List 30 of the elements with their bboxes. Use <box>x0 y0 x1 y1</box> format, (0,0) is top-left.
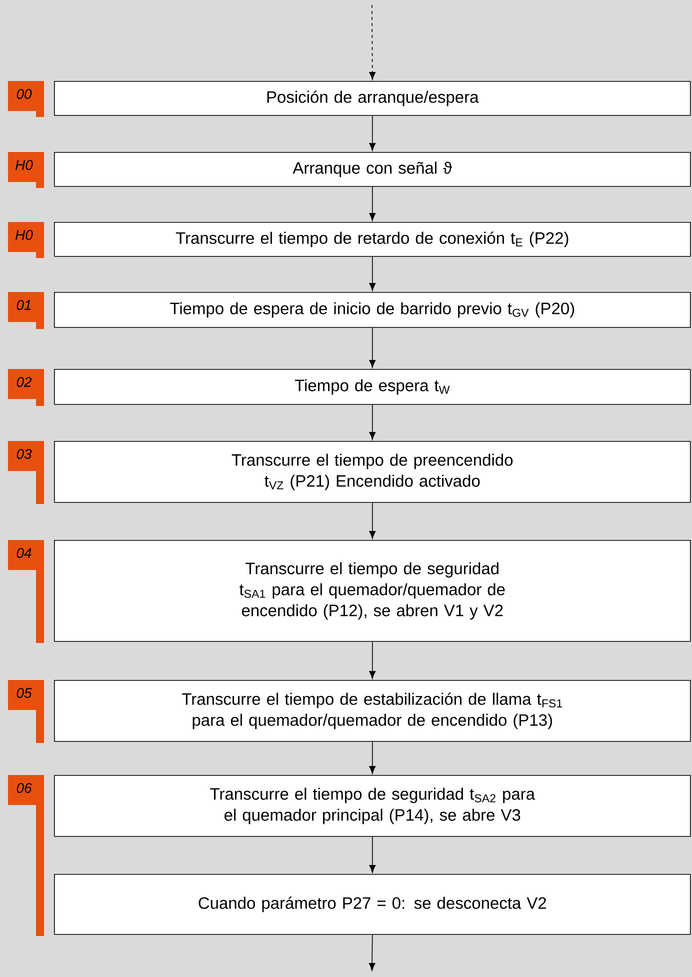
process-box: Cuando parámetro P27 = 0: se desconecta V2 <box>54 874 691 935</box>
step-code-badge: 03 <box>8 441 44 504</box>
arrow <box>369 836 376 873</box>
step-code-badge: H0 <box>8 222 44 258</box>
arrow <box>369 741 376 774</box>
step-code-badge: 02 <box>8 369 44 406</box>
process-box: Arranque con señal ϑ <box>54 152 691 187</box>
arrow <box>369 115 376 151</box>
step-code-badge: 01 <box>8 292 44 329</box>
arrow <box>369 186 376 221</box>
step-code-badge: 06 <box>8 775 44 936</box>
step-code-badge: 04 <box>8 540 44 643</box>
arrow <box>369 327 376 368</box>
process-box: Posición de arranque/espera <box>54 81 691 116</box>
arrow <box>369 4 376 80</box>
step-code-badge: 00 <box>8 81 44 117</box>
process-box: Tiempo de espera t$_{W}$ <box>54 369 691 405</box>
process-box: Transcurre el tiempo de seguridad t$_{SA1}$ para el quemador/quemador de encendido (P12), se abren V1 y V2 <box>54 540 691 642</box>
arrow <box>369 502 376 539</box>
process-box: Tiempo de espera de inicio de barrido previo t$_{GV}$ (P20) <box>54 292 691 328</box>
step-code-badge: 05 <box>8 680 44 743</box>
process-box: Transcurre el tiempo de retardo de conexión t$_{E}$ (P22) <box>54 222 691 257</box>
process-box: Transcurre el tiempo de estabilización de llama t$_{FS1}$ para el quemador/quemador de encendido (P13) <box>54 680 691 742</box>
arrow <box>369 641 376 679</box>
arrow <box>368 934 376 971</box>
step-code-badge: H0 <box>8 152 44 188</box>
process-box: Transcurre el tiempo de seguridad t$_{SA2}$ para el quemador principal (P14), se abre V3 <box>54 775 691 837</box>
arrow <box>369 256 376 291</box>
process-box: Transcurre el tiempo de preencendido t$_{VZ}$ (P21) Encendido activado <box>54 441 691 503</box>
arrow <box>369 404 376 440</box>
